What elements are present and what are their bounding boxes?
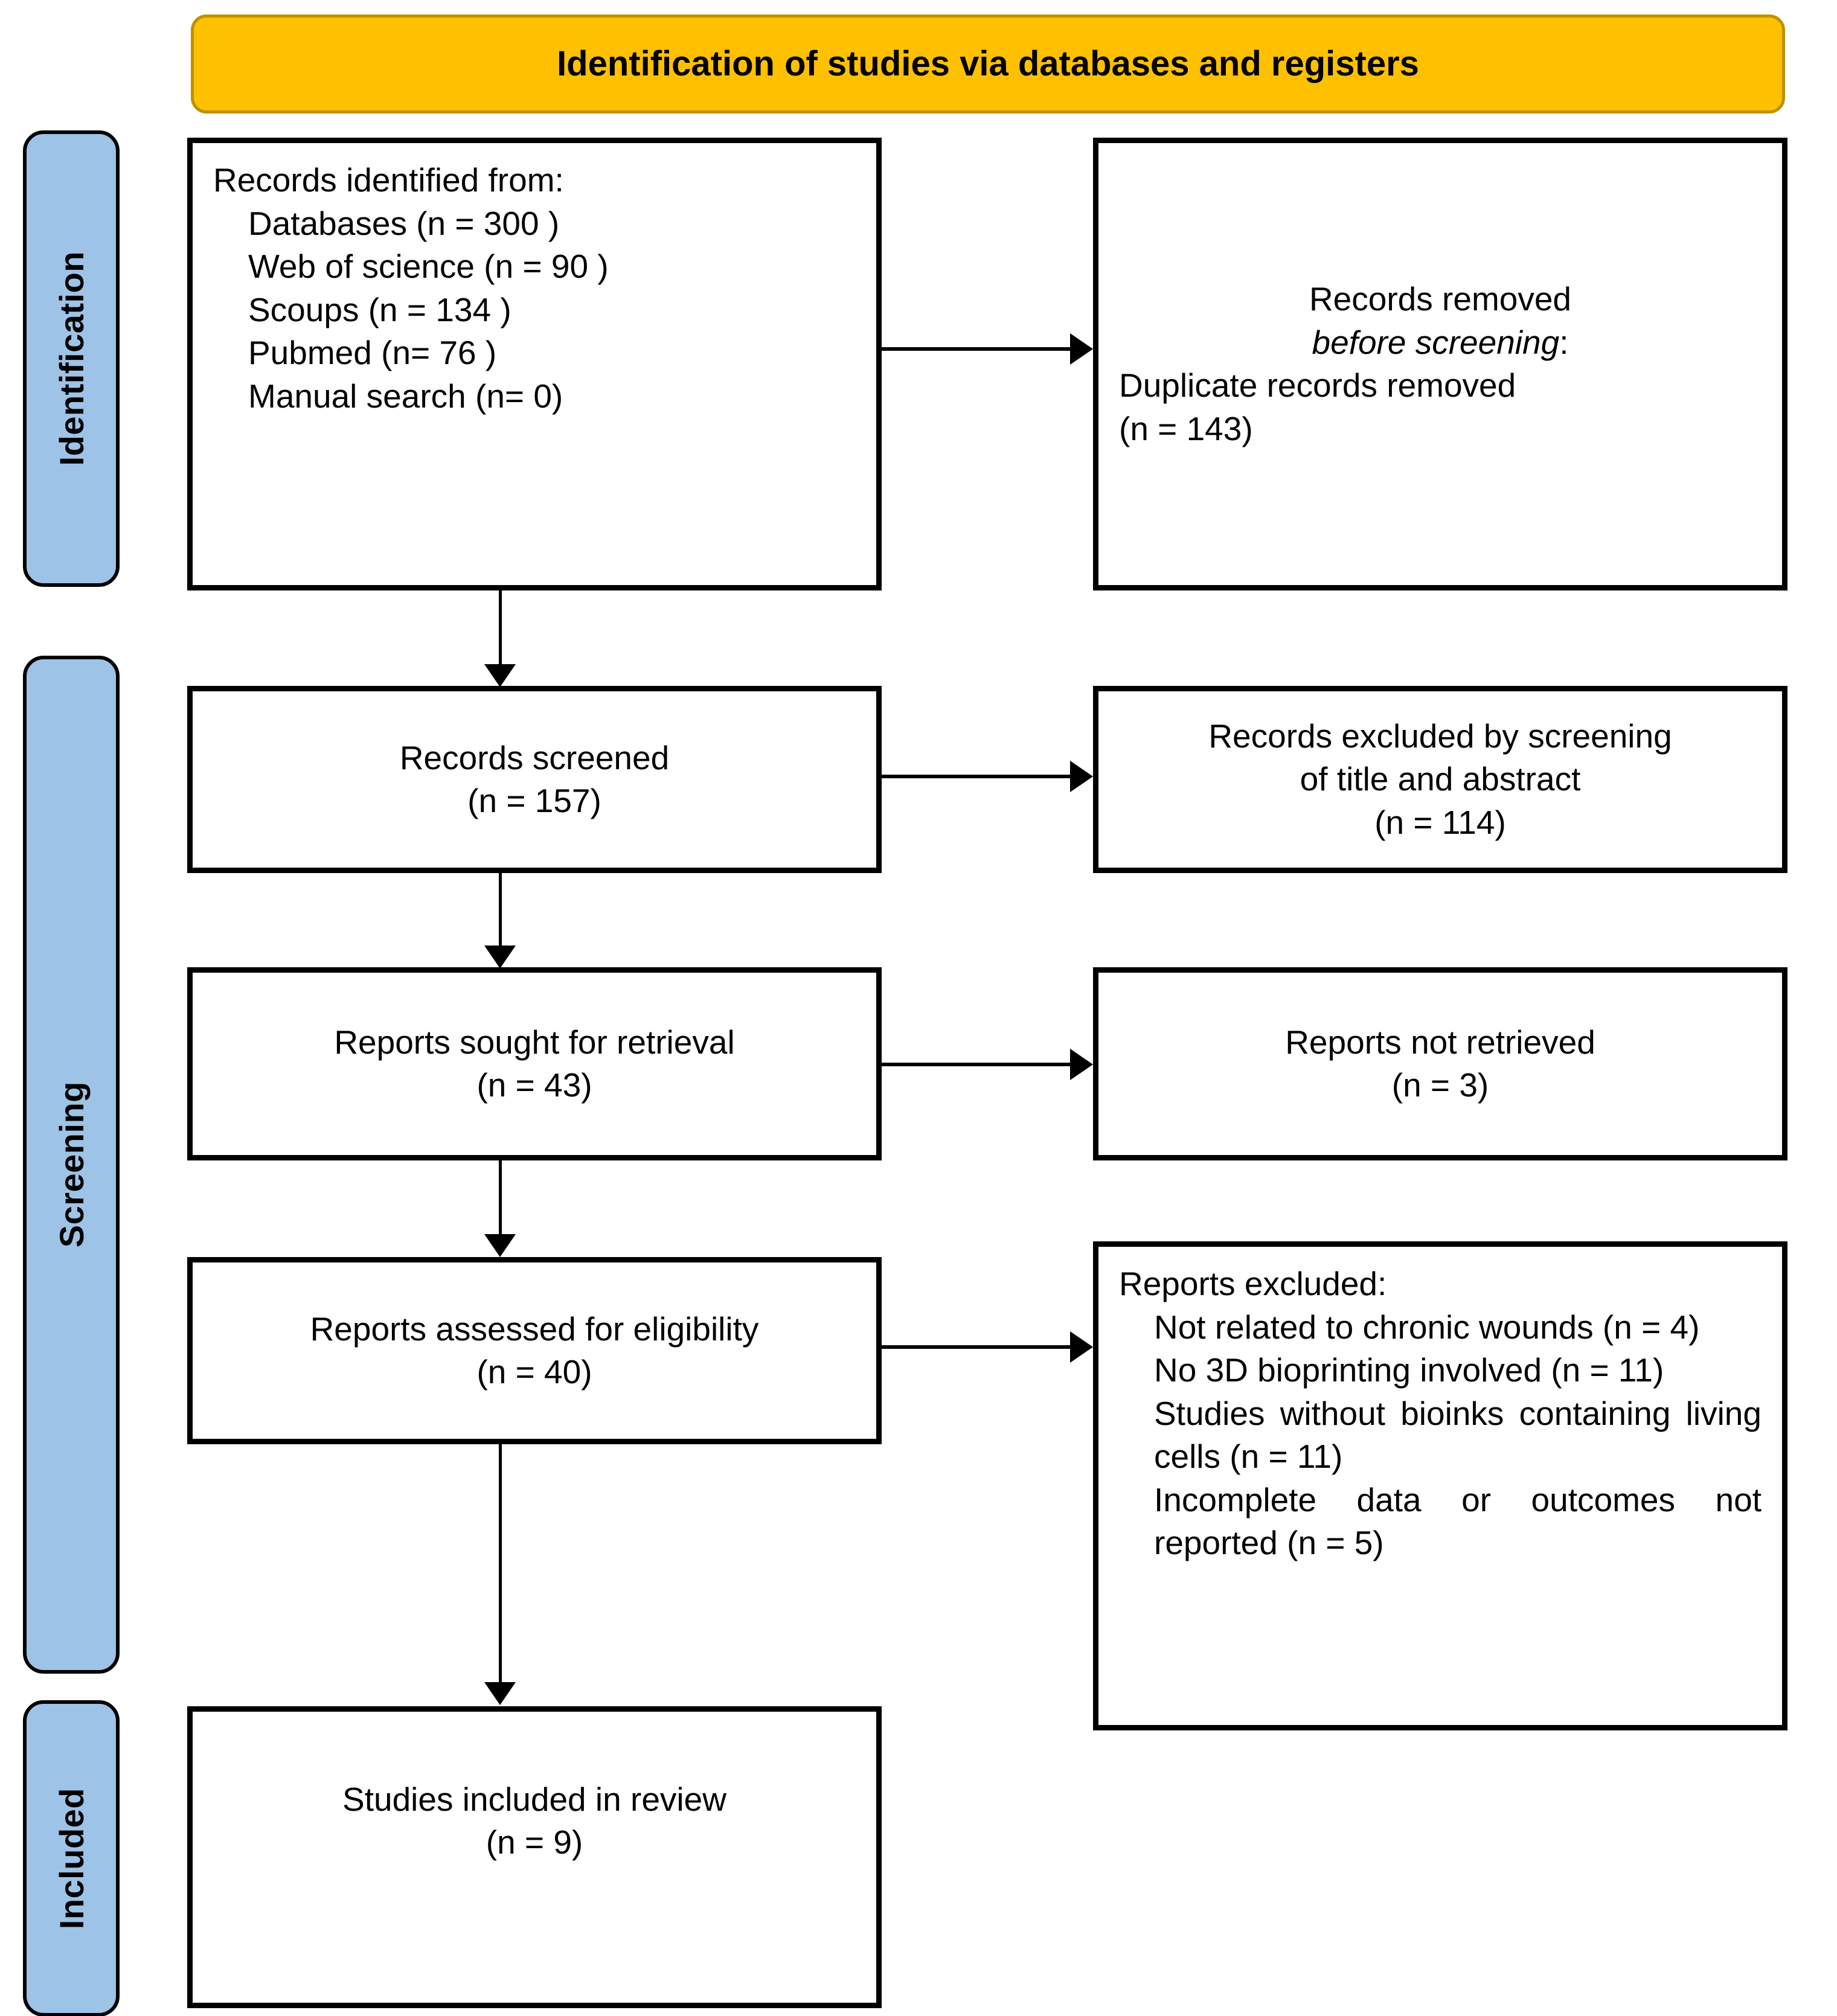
stage-screening-label: Screening	[52, 1081, 91, 1248]
box-records-screened: Records screened (n = 157)	[187, 686, 882, 873]
connector-sought-to-not-retrieved	[882, 1063, 1070, 1066]
reports-assessed-line2: (n = 40)	[476, 1353, 592, 1390]
box-reports-sought: Reports sought for retrieval (n = 43)	[187, 967, 882, 1160]
reports-assessed-line1: Reports assessed for eligibility	[310, 1310, 759, 1348]
reason-incomplete-data: Incomplete data or outcomes not reported…	[1154, 1480, 1762, 1562]
box-reports-assessed-text: Reports assessed for eligibility (n = 40…	[213, 1308, 856, 1394]
source-pubmed: Pubmed (n= 76 )	[248, 334, 497, 371]
records-identified-heading: Records identified from:	[213, 161, 564, 199]
reports-not-retrieved-line1: Reports not retrieved	[1285, 1023, 1595, 1061]
box-records-identified: Records identified from: Databases (n = …	[187, 138, 882, 590]
connector-assessed-to-included	[499, 1444, 502, 1686]
records-removed-line4: (n = 143)	[1119, 409, 1253, 447]
stage-included-label: Included	[52, 1787, 91, 1930]
reports-not-retrieved-line2: (n = 3)	[1391, 1066, 1489, 1104]
box-records-removed: Records removed before screening: Duplic…	[1093, 138, 1787, 590]
stage-identification-label: Identification	[52, 251, 91, 466]
box-reports-not-retrieved: Reports not retrieved (n = 3)	[1093, 967, 1787, 1160]
connector-identified-to-screened	[499, 590, 502, 669]
connector-screened-to-excluded	[882, 775, 1070, 778]
arrowhead-screened-to-excluded	[1070, 761, 1093, 792]
arrowhead-sought-to-assessed	[484, 1234, 516, 1257]
box-reports-assessed: Reports assessed for eligibility (n = 40…	[187, 1257, 882, 1444]
arrowhead-screened-to-sought	[484, 946, 516, 968]
records-screened-line1: Records screened	[399, 738, 670, 776]
connector-screened-to-sought	[499, 873, 502, 950]
studies-included-line1: Studies included in review	[342, 1780, 726, 1818]
box-studies-included-text: Studies included in review (n = 9)	[213, 1778, 856, 1864]
reports-sought-line2: (n = 43)	[476, 1066, 592, 1104]
arrowhead-identified-to-removed	[1070, 333, 1093, 365]
reports-excluded-heading: Reports excluded:	[1119, 1265, 1387, 1302]
box-studies-included: Studies included in review (n = 9)	[187, 1706, 882, 2008]
box-reports-not-retrieved-text: Reports not retrieved (n = 3)	[1119, 1021, 1762, 1107]
stage-identification: Identification	[23, 130, 120, 587]
identification-banner: Identification of studies via databases …	[191, 14, 1785, 114]
source-manual-search: Manual search (n= 0)	[248, 377, 563, 415]
records-removed-line1: Records removed	[1309, 280, 1572, 318]
box-records-identified-text: Records identified from: Databases (n = …	[213, 159, 856, 418]
arrowhead-sought-to-not-retrieved	[1070, 1049, 1093, 1080]
stage-included: Included	[23, 1700, 120, 2016]
connector-identified-to-removed	[882, 347, 1070, 351]
arrowhead-assessed-to-excluded	[1070, 1331, 1093, 1363]
reason-not-related: Not related to chronic wounds (n = 4)	[1154, 1308, 1700, 1346]
stage-screening: Screening	[23, 656, 120, 1674]
arrowhead-assessed-to-included	[484, 1682, 516, 1705]
source-scoups: Scoups (n = 134 )	[248, 290, 511, 328]
reason-no-living-cells: Studies without bioinks containing livin…	[1154, 1394, 1762, 1476]
arrowhead-identified-to-screened	[484, 664, 516, 687]
records-removed-colon: :	[1559, 323, 1569, 361]
box-records-excluded: Records excluded by screening of title a…	[1093, 686, 1787, 873]
box-reports-excluded-text: Reports excluded: Not related to chronic…	[1119, 1262, 1762, 1565]
box-records-screened-text: Records screened (n = 157)	[213, 737, 856, 823]
reports-sought-line1: Reports sought for retrieval	[334, 1023, 735, 1061]
box-reports-excluded: Reports excluded: Not related to chronic…	[1093, 1241, 1787, 1730]
box-records-removed-text: Records removed before screening: Duplic…	[1119, 278, 1762, 450]
reason-no-bioprinting: No 3D bioprinting involved (n = 11)	[1154, 1351, 1664, 1389]
banner-title: Identification of studies via databases …	[557, 44, 1419, 84]
connector-assessed-to-excluded	[882, 1345, 1070, 1349]
records-removed-line3: Duplicate records removed	[1119, 366, 1516, 404]
source-databases: Databases (n = 300 )	[248, 204, 560, 242]
source-web-of-science: Web of science (n = 90 )	[248, 248, 609, 285]
studies-included-line2: (n = 9)	[486, 1823, 583, 1861]
box-reports-sought-text: Reports sought for retrieval (n = 43)	[213, 1021, 856, 1107]
connector-sought-to-assessed	[499, 1160, 502, 1239]
records-excluded-line2: of title and abstract	[1300, 760, 1581, 798]
records-screened-line2: (n = 157)	[467, 782, 601, 819]
records-excluded-line1: Records excluded by screening	[1208, 717, 1672, 755]
box-records-excluded-text: Records excluded by screening of title a…	[1119, 715, 1762, 845]
records-removed-line2: before screening	[1312, 323, 1560, 361]
records-excluded-line3: (n = 114)	[1374, 803, 1506, 841]
